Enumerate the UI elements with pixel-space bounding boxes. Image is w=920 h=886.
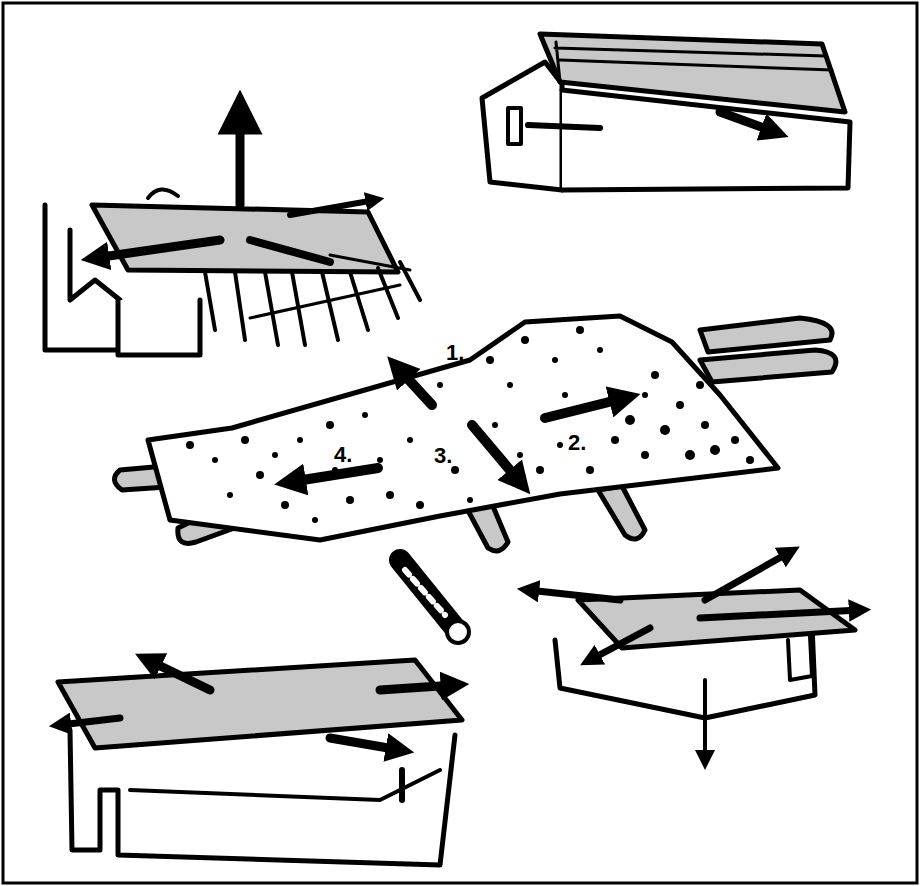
gravel-dots-part <box>625 415 635 425</box>
gravel-dots-part <box>685 450 695 460</box>
gravel-dots-part <box>492 422 498 428</box>
gravel-dots-part <box>536 466 544 474</box>
gravel-dots-part <box>362 412 368 418</box>
gravel-dots-part <box>467 497 473 503</box>
house-racking-part <box>130 770 440 800</box>
house-racking-part <box>148 660 210 690</box>
house-uplift <box>45 112 420 355</box>
gravel-dots-part <box>517 452 523 458</box>
gravel-dots-part <box>660 425 670 435</box>
house-racking-part <box>70 730 455 865</box>
ground-slab-part <box>598 486 645 539</box>
house-sliding-part <box>528 125 600 128</box>
gravel-dots-part <box>562 392 568 398</box>
ground-slab-part <box>400 560 455 628</box>
ground-slab-part <box>405 570 445 615</box>
house-settling-part <box>528 590 620 600</box>
house-racking-part <box>399 770 405 800</box>
callout-number: 2. <box>568 432 586 454</box>
house-sliding-part <box>508 108 521 144</box>
house-sliding-part <box>720 112 775 132</box>
house-sliding <box>482 34 850 190</box>
house-racking-part <box>58 660 462 748</box>
gravel-dots-part <box>710 445 720 455</box>
house-racking-part <box>60 718 120 725</box>
force-arrows-part <box>545 398 625 418</box>
gravel-dots-part <box>731 436 739 444</box>
force-arrows-part <box>290 468 378 482</box>
house-uplift-part <box>250 240 330 262</box>
gravel-dots-part <box>407 437 413 443</box>
gravel-dots-part <box>521 336 529 344</box>
house-sliding-part <box>555 42 832 82</box>
gravel-dots-part <box>651 371 659 379</box>
frame-border <box>3 3 917 883</box>
gravel-dots-part <box>256 471 264 479</box>
house-settling-part <box>590 628 650 660</box>
gravel-dots-part <box>186 441 194 449</box>
gravel-dots <box>186 326 754 523</box>
force-arrows <box>290 368 625 482</box>
gravel-dots-part <box>552 357 558 363</box>
house-uplift-part <box>236 112 245 205</box>
house-sliding-part <box>540 34 845 112</box>
house-racking-part <box>380 685 455 690</box>
house-uplift-part <box>92 205 398 272</box>
gravel-dots-part <box>642 392 648 398</box>
house-uplift-part <box>95 240 220 258</box>
house-uplift-part <box>250 255 410 318</box>
gravel-dots-part <box>272 452 278 458</box>
ground-slab-part <box>447 621 469 643</box>
ground-slab-part <box>700 350 836 382</box>
gravel-dots-part <box>451 466 459 474</box>
gravel-dots-part <box>297 437 303 443</box>
gravel-dots-part <box>676 401 684 409</box>
gravel-dots-part <box>241 436 249 444</box>
gravel-dots-part <box>557 442 563 448</box>
gravel-dots-part <box>416 501 424 509</box>
gravel-dots-part <box>696 381 704 389</box>
house-racking-part <box>330 738 400 750</box>
house-racking <box>58 660 462 865</box>
house-settling-part <box>705 552 790 600</box>
callout-number: 3. <box>434 445 452 467</box>
gravel-dots-part <box>641 451 649 459</box>
gravel-dots-part <box>586 466 594 474</box>
house-settling-part <box>703 680 707 760</box>
gravel-dots-part <box>212 457 218 463</box>
gravel-dots-part <box>386 491 394 499</box>
gravel-dots-part <box>312 517 318 523</box>
gravel-dots-part <box>746 456 754 464</box>
house-uplift-part <box>290 200 375 215</box>
house-uplift-part <box>148 189 178 198</box>
house-settling-part <box>788 636 812 680</box>
gravel-dots-part <box>281 501 289 509</box>
force-arrows-part <box>472 425 520 482</box>
gravel-dots-part <box>437 382 443 388</box>
gravel-dots-part <box>227 492 233 498</box>
callout-number: 1. <box>446 342 464 364</box>
gravel-dots-part <box>326 421 334 429</box>
gravel-dots-part <box>611 436 619 444</box>
gravel-dots-part <box>377 457 383 463</box>
gravel-dots-part <box>576 326 584 334</box>
gravel-dots-part <box>701 421 709 429</box>
gravel-dots-part <box>346 496 354 504</box>
ground-slab-part <box>148 316 778 540</box>
gravel-dots-part <box>486 356 494 364</box>
house-settling <box>528 552 860 760</box>
callout-number: 4. <box>334 444 352 466</box>
gravel-dots-part <box>507 382 513 388</box>
force-arrows-part <box>398 368 432 405</box>
gravel-dots-part <box>597 347 603 353</box>
house-settling-part <box>700 610 860 618</box>
house-uplift-part <box>118 300 200 355</box>
ground-slab-part <box>700 318 832 352</box>
